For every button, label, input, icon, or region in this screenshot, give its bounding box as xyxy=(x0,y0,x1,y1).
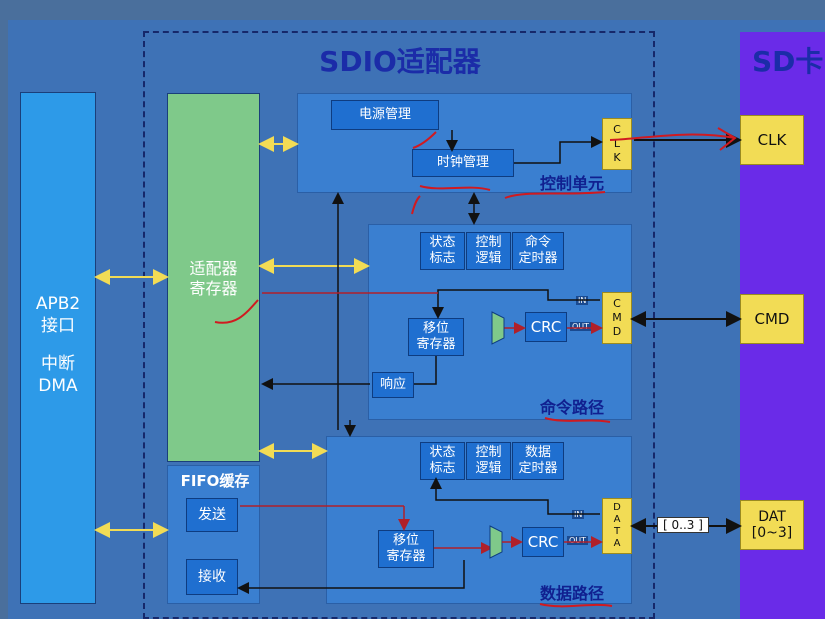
annotation-data-underline xyxy=(539,603,613,608)
fifo-title: FIFO缓存 xyxy=(180,472,250,490)
data-timer-line2: 定时器 xyxy=(518,461,558,476)
data-to-receive-line xyxy=(237,560,465,594)
cmd-shift-register-line1: 移位 xyxy=(422,321,449,336)
cmd-output-letters: C M D xyxy=(612,297,622,338)
control-unit-label: 控制单元 xyxy=(540,174,605,193)
sd-dat-line2: [0~3] xyxy=(751,525,793,541)
data-in-feedback-line xyxy=(430,477,600,515)
data-status-flag-box: 状态 标志 xyxy=(420,442,465,480)
data-control-logic-line1: 控制 xyxy=(475,445,502,460)
cmd-in-feedback-line xyxy=(432,289,600,319)
data-control-logic-line2: 逻辑 xyxy=(475,461,502,476)
sd-card-title: SD卡 xyxy=(752,45,824,78)
data-bus-label: [ 0..3 ] xyxy=(657,517,709,533)
cmd-status-flag-line1: 状态 xyxy=(429,235,456,250)
cmd-response-box: 响应 xyxy=(372,372,414,398)
interface-label: 接口 xyxy=(41,316,75,336)
data-crc-box: CRC xyxy=(522,527,564,557)
power-management-box: 电源管理 xyxy=(331,100,439,130)
data-timer-box: 数据 定时器 xyxy=(512,442,564,480)
fifo-receive-box: 接收 xyxy=(186,559,238,595)
sd-clk-pin: CLK xyxy=(740,115,804,165)
cmd-shift-to-response-line xyxy=(414,356,437,385)
data-mux-shape xyxy=(489,525,503,559)
sd-dat-pin: DAT [0~3] xyxy=(740,500,804,550)
annotation-power-tick xyxy=(412,131,437,149)
cmd-timer-line1: 命令 xyxy=(524,235,551,250)
annotation-cmd-underline xyxy=(544,417,611,423)
data-shift-register-line1: 移位 xyxy=(392,533,419,548)
annotation-register-squiggle xyxy=(214,299,259,324)
clk-output-letters: C L K xyxy=(613,123,621,164)
cmd-control-logic-box: 控制 逻辑 xyxy=(466,232,511,270)
cmd-out-label: OUT xyxy=(570,322,592,331)
sdio-adapter-title: SDIO适配器 xyxy=(319,45,481,78)
data-output-box: D A T A xyxy=(602,498,632,554)
interrupt-label: 中断 xyxy=(41,354,75,374)
cmd-shift-register-line2: 寄存器 xyxy=(416,337,456,352)
data-shift-register-line2: 寄存器 xyxy=(386,549,426,564)
apb2-interface-block: APB2 接口 中断 DMA xyxy=(20,92,96,604)
data-path-label: 数据路径 xyxy=(540,584,605,603)
clock-to-clk-line xyxy=(514,136,603,164)
dma-label: DMA xyxy=(38,376,78,396)
data-status-flag-line1: 状态 xyxy=(429,445,456,460)
fifo-send-box: 发送 xyxy=(186,498,238,532)
sd-dat-line1: DAT xyxy=(758,509,786,525)
clock-management-box: 时钟管理 xyxy=(412,149,514,177)
cmd-output-box: C M D xyxy=(602,292,632,344)
data-shift-register-box: 移位 寄存器 xyxy=(378,530,434,568)
cmd-crc-box: CRC xyxy=(525,312,567,342)
data-output-letters: D A T A xyxy=(613,502,621,549)
apb2-label: APB2 xyxy=(35,294,81,314)
command-path-label: 命令路径 xyxy=(540,398,605,417)
cmd-timer-box: 命令 定时器 xyxy=(512,232,564,270)
adapter-reg-line2: 寄存器 xyxy=(189,279,238,298)
sd-cmd-pin: CMD xyxy=(740,294,804,344)
annotation-left-tick xyxy=(411,195,421,215)
cmd-status-flag-box: 状态 标志 xyxy=(420,232,465,270)
cmd-status-flag-line2: 标志 xyxy=(429,251,456,266)
cmd-timer-line2: 定时器 xyxy=(518,251,558,266)
data-timer-line1: 数据 xyxy=(524,445,551,460)
cmd-control-logic-line1: 控制 xyxy=(475,235,502,250)
data-status-flag-line2: 标志 xyxy=(429,461,456,476)
adapter-reg-line1: 适配器 xyxy=(189,259,238,278)
annotation-control-underline xyxy=(504,191,606,199)
data-control-logic-box: 控制 逻辑 xyxy=(466,442,511,480)
data-out-label: OUT xyxy=(567,536,589,545)
cmd-mux-shape xyxy=(491,311,505,345)
cmd-control-logic-line2: 逻辑 xyxy=(475,251,502,266)
annotation-clk-arrow xyxy=(609,127,737,151)
annotation-clock-underline xyxy=(419,185,491,191)
adapter-registers-block: 适配器 寄存器 xyxy=(167,93,260,462)
cmd-shift-register-box: 移位 寄存器 xyxy=(408,318,464,356)
